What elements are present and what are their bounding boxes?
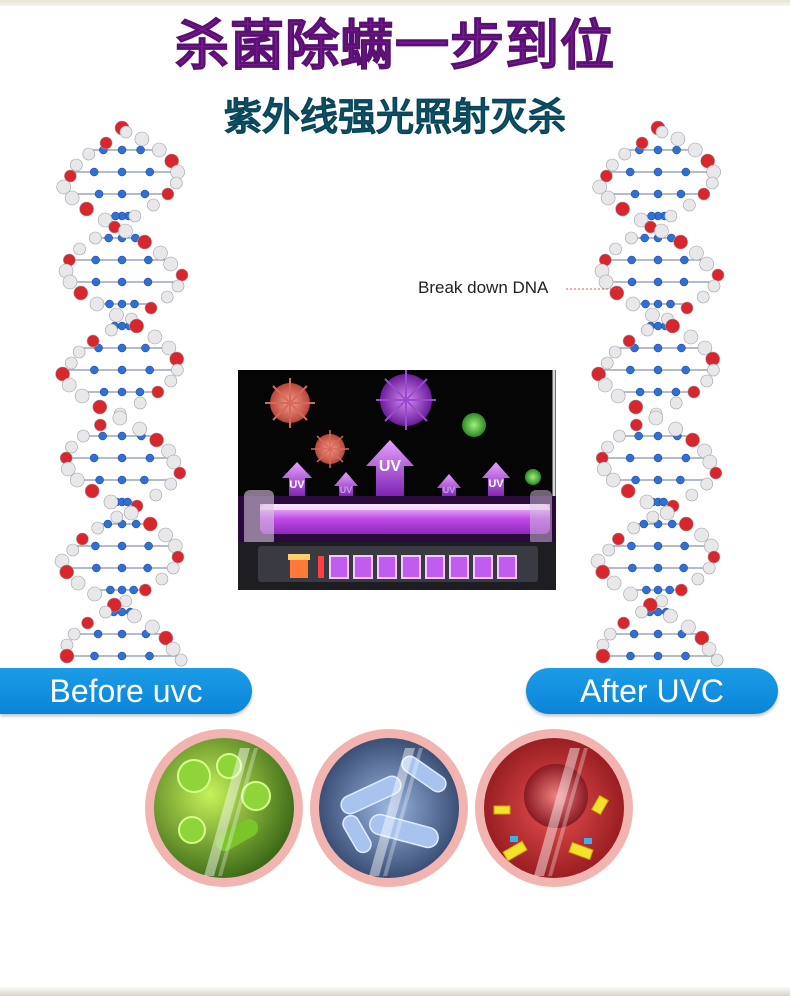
uv-arrow-icons: [282, 440, 510, 498]
virus-red-small-icon: [311, 430, 349, 468]
uv-arrow-label-2: UV: [340, 485, 353, 495]
break-dna-annotation: Break down DNA: [418, 278, 549, 297]
after-uvc-label: After UVC: [526, 668, 778, 714]
dna-helix-left-illustration: [54, 120, 189, 667]
green-bacteria-image: [144, 726, 304, 894]
top-border-strip: [0, 0, 790, 6]
uv-lamp-led-row: [288, 554, 517, 579]
virus-green-icon: [462, 413, 541, 485]
page-title: 杀菌除螨一步到位: [175, 14, 615, 78]
blue-bacteria-image: [309, 726, 469, 894]
before-uvc-label: Before uvc: [0, 668, 252, 714]
red-virus-image: [474, 726, 634, 894]
uv-arrow-label-3: UV: [379, 458, 402, 475]
bottom-border-strip: [0, 986, 790, 996]
uv-lamp-photo: UV UV UV UV UV: [238, 370, 556, 590]
uv-arrow-label-5: UV: [488, 478, 504, 490]
virus-purple-large-icon: [376, 370, 436, 430]
uv-arrow-label-1: UV: [289, 479, 305, 491]
uv-arrow-label-4: UV: [443, 485, 456, 495]
annotation-leader-line: [566, 288, 622, 290]
dna-helix-right-illustration: [590, 120, 725, 667]
page-subtitle: 紫外线强光照射灭杀: [223, 95, 567, 140]
virus-red-large-icon: [265, 378, 315, 428]
